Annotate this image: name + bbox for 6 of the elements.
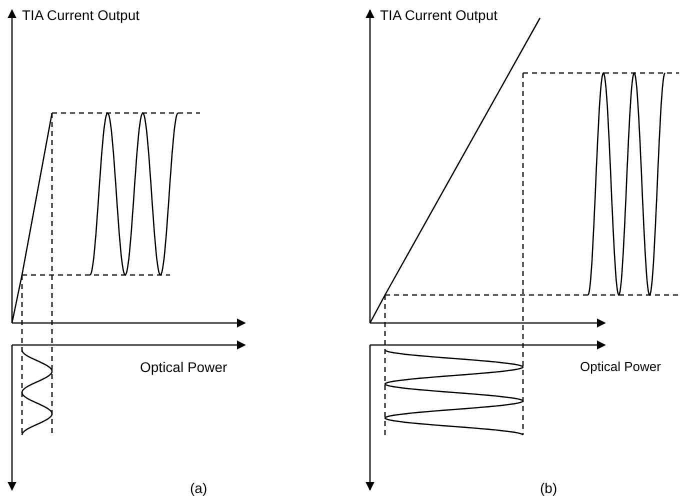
axis-label: Optical Power [580,358,661,376]
panel-label: (b) [540,479,558,498]
axis-label: TIA Current Output [22,6,140,25]
axis-label: Optical Power [140,358,228,377]
panel-label: (a) [190,479,208,498]
axis-label: TIA Current Output [380,6,498,25]
